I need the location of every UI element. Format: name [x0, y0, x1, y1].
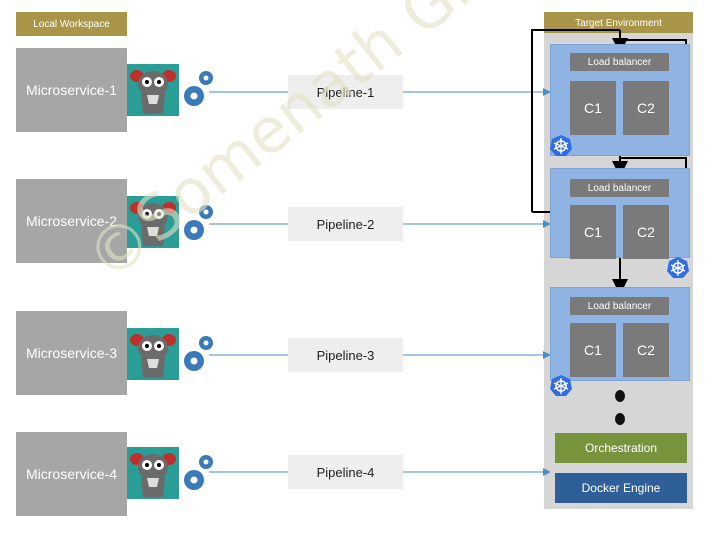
microservice-1-box: Microservice-1 [16, 48, 127, 132]
gear-icon [184, 455, 213, 490]
jenkins-butler-icon [127, 447, 179, 499]
container-c2: C2 [623, 323, 669, 377]
target-environment-header: Target Environment [544, 12, 693, 34]
pipeline-2-box: Pipeline-2 [288, 207, 403, 241]
cluster-3: Load balancer C1 C2 [550, 287, 690, 381]
container-c2: C2 [623, 205, 669, 259]
microservice-4-box: Microservice-4 [16, 432, 127, 516]
jenkins-butler-icon [127, 64, 179, 116]
container-c1: C1 [570, 323, 616, 377]
cluster-1: Load balancer C1 C2 [550, 44, 690, 156]
jenkins-butler-icon [127, 328, 179, 380]
gear-icon [184, 336, 213, 371]
kubernetes-helm-icon [667, 257, 689, 278]
container-c2: C2 [623, 81, 669, 135]
pipeline-3-box: Pipeline-3 [288, 338, 403, 372]
pipeline-4-box: Pipeline-4 [288, 455, 403, 489]
container-c1: C1 [570, 81, 616, 135]
load-balancer-label: Load balancer [570, 179, 669, 197]
orchestration-layer: Orchestration [555, 433, 687, 463]
cluster-2: Load balancer C1 C2 [550, 168, 690, 259]
local-workspace-header: Local Workspace [16, 12, 127, 36]
kubernetes-helm-icon [550, 135, 572, 156]
microservice-2-box: Microservice-2 [16, 179, 127, 263]
pipeline-1-box: Pipeline-1 [288, 75, 403, 109]
gear-icon [184, 71, 213, 106]
ellipsis-dot [615, 413, 625, 425]
gear-icon [184, 205, 213, 240]
load-balancer-label: Load balancer [570, 53, 669, 71]
container-c1: C1 [570, 205, 616, 259]
jenkins-butler-icon [127, 196, 179, 248]
ellipsis-dot [615, 390, 625, 402]
docker-engine-layer: Docker Engine [555, 473, 687, 503]
microservice-3-box: Microservice-3 [16, 311, 127, 395]
kubernetes-helm-icon [550, 375, 572, 396]
load-balancer-label: Load balancer [570, 297, 669, 315]
